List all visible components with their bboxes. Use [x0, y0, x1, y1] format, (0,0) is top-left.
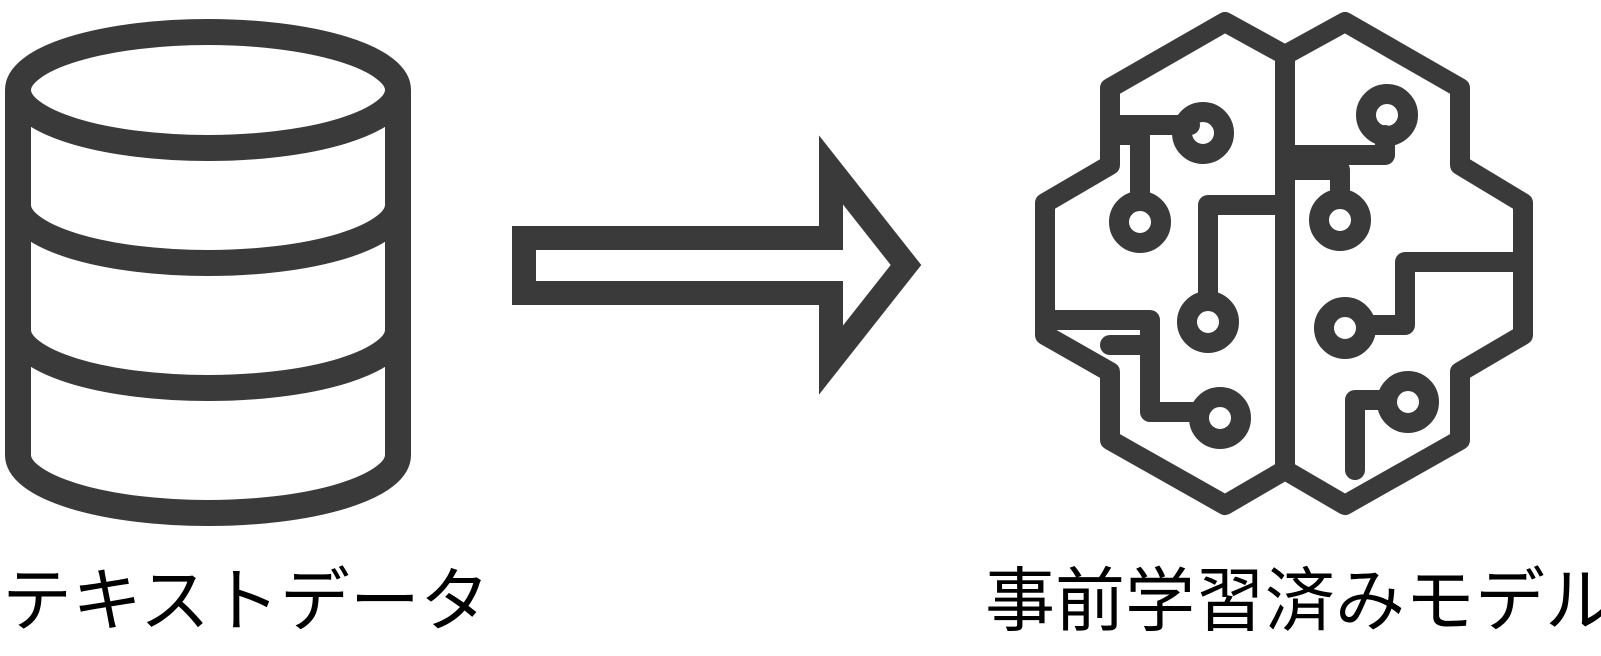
target-label: 事前学習済みモデル — [985, 560, 1601, 642]
source-label: テキストデータ — [2, 560, 490, 642]
